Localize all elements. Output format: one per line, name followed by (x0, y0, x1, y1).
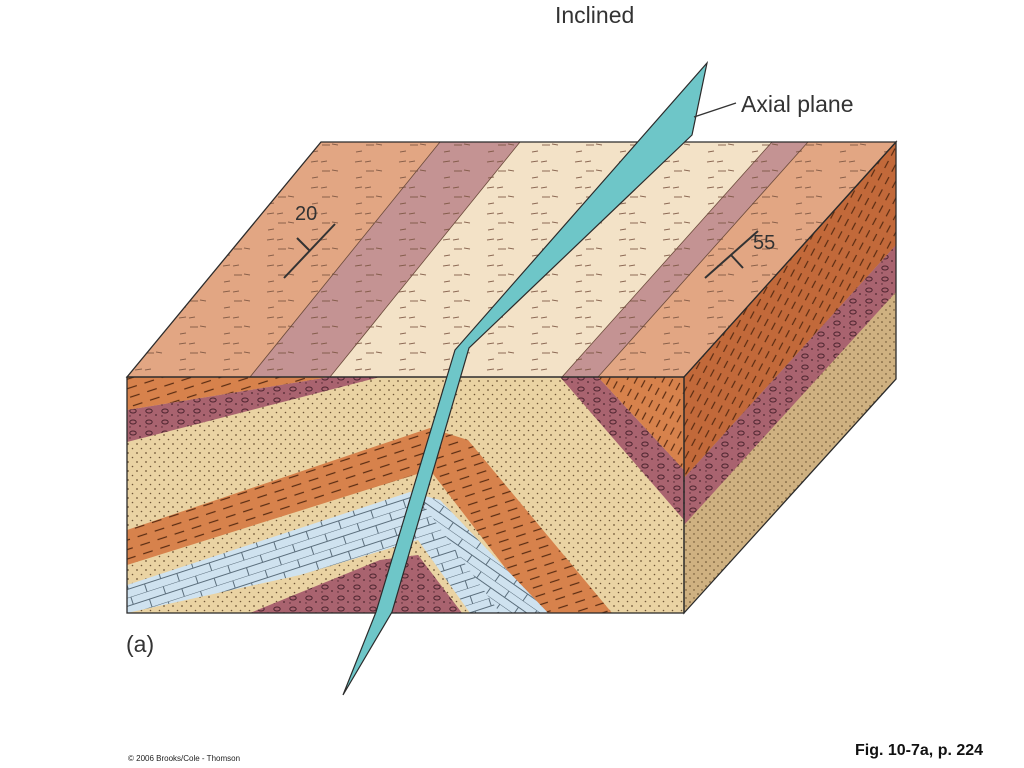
figure-reference: Fig. 10-7a, p. 224 (855, 742, 984, 759)
dip-value-right: 55 (753, 232, 776, 254)
axial-plane (342, 60, 709, 696)
block-outline (125, 140, 898, 615)
copyright-notice: © 2006 Brooks/Cole - Thomson (128, 754, 241, 763)
figure-title: Inclined (555, 2, 635, 28)
axial-plane-label: Axial plane (741, 91, 854, 117)
front-face (127, 377, 684, 613)
axial-plane-leader (693, 102, 737, 118)
top-texture (127, 142, 896, 377)
dip-symbol-right (704, 230, 759, 279)
dip-symbol-left (283, 223, 336, 279)
dip-value-left: 20 (295, 203, 318, 225)
side-face (684, 142, 896, 613)
part-label: (a) (126, 631, 155, 657)
